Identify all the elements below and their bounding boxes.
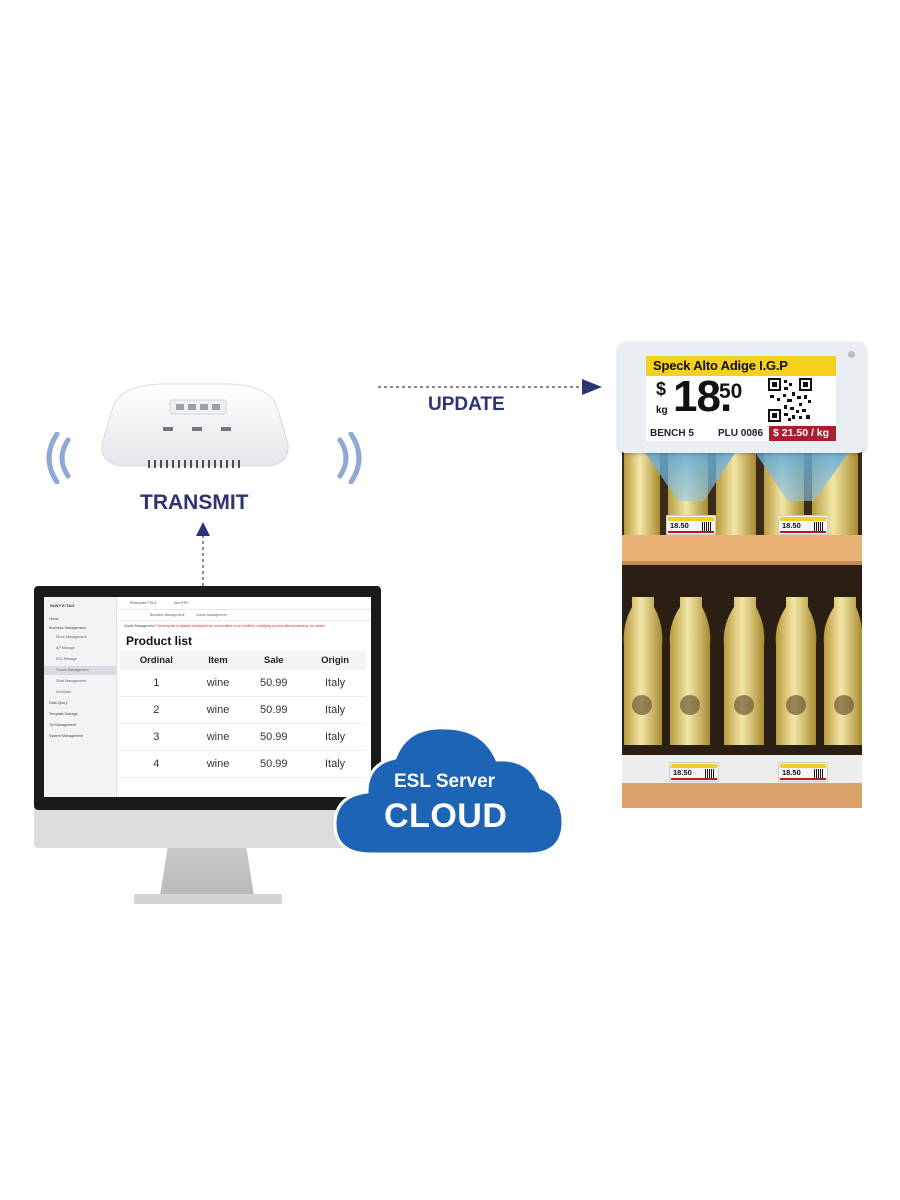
sidebar-item-tpl-management[interactable]: Tpl Management — [49, 723, 76, 727]
cell-origin: Italy — [304, 670, 366, 697]
esl-plu-label: PLU 0086 — [718, 428, 764, 439]
cell-sale: 50.99 — [243, 670, 305, 697]
cell-origin: Italy — [304, 696, 366, 724]
esl-led-icon — [848, 351, 855, 358]
notice-text: Goods Management The template is already… — [124, 624, 325, 628]
sidebar-item-ap-manage[interactable]: AP Manage — [56, 646, 75, 650]
cell-sale: 50.99 — [243, 696, 305, 724]
cell-origin: Italy — [304, 750, 366, 778]
app-logo-title: SUNY E-TAG — [50, 603, 75, 608]
cloud-label-server: ESL Server — [394, 771, 496, 792]
sidebar-item-schedule[interactable]: Schedule — [56, 690, 71, 694]
monitor-stand — [160, 848, 254, 896]
transmit-label: TRANSMIT — [140, 491, 249, 514]
cell-item: wine — [192, 670, 244, 697]
sidebar-item-system-management[interactable]: System Management — [49, 734, 83, 738]
product-table: Ordinal Item Sale Origin 1 wine 50.99 It… — [120, 651, 366, 778]
table-row[interactable]: 1 wine 50.99 Italy — [120, 670, 366, 697]
sidebar-item-esl-manage[interactable]: ESL Manage — [56, 657, 77, 661]
monitor-base — [134, 894, 282, 904]
breadcrumb-item-business[interactable]: Business Management — [150, 613, 185, 617]
monitor-screen: SUNY E-TAG Home Business Management Stor… — [44, 597, 371, 797]
shelf-tag-price: 18.50 — [782, 521, 801, 530]
notice-warning: The template is already configured for c… — [155, 624, 325, 628]
cell-item: wine — [192, 723, 244, 751]
sidebar-item-goods-management[interactable]: Goods Management — [44, 666, 116, 675]
cell-ordinal: 4 — [120, 750, 193, 778]
esl-price-decimal: 50 — [719, 380, 743, 403]
esl-unit-price-bar — [769, 426, 836, 441]
cloud-label-cloud: CLOUD — [384, 797, 508, 835]
esl-currency: $ — [656, 379, 667, 399]
esl-price-integer: 18. — [673, 372, 732, 421]
update-label: UPDATE — [428, 394, 505, 415]
app-topbar: Enterprise FSU1 Aim ESY — [116, 597, 371, 610]
table-header-row: Ordinal Item Sale Origin — [120, 651, 366, 670]
sidebar-item-home[interactable]: Home — [49, 617, 59, 621]
notice-prefix: Goods Management — [124, 624, 155, 628]
breadcrumb: Business Management Goods Management — [116, 610, 371, 621]
table-row[interactable]: 3 wine 50.99 Italy — [120, 723, 366, 751]
access-point-device — [101, 383, 289, 468]
shelf-tag-small: 18.50 — [666, 515, 716, 535]
esl-unit: kg — [656, 405, 668, 416]
store-shelf-image — [622, 445, 862, 808]
sidebar-item-template-manage[interactable]: Template Manage — [49, 712, 78, 716]
column-header-item[interactable]: Item — [192, 651, 244, 670]
cell-item: wine — [192, 750, 244, 778]
shelf-tag-price: 18.50 — [670, 521, 689, 530]
sidebar-item-business-management[interactable]: Business Management — [49, 626, 86, 630]
topbar-tab-aim[interactable]: Aim ESY — [174, 601, 189, 605]
monitor-chin — [34, 810, 381, 848]
cell-origin: Italy — [304, 723, 366, 751]
sidebar-item-shelf-management[interactable]: Shelf Management — [56, 679, 87, 683]
shelf-tag-small: 18.50 — [778, 762, 828, 782]
column-header-ordinal[interactable]: Ordinal — [120, 651, 193, 670]
page-title: Product list — [126, 634, 193, 648]
table-row[interactable]: 4 wine 50.99 Italy — [120, 750, 366, 778]
sidebar-item-store-management[interactable]: Store Management — [56, 635, 87, 639]
esl-bench-label: BENCH 5 — [650, 428, 694, 439]
cell-item: wine — [192, 696, 244, 724]
app-sidebar: SUNY E-TAG Home Business Management Stor… — [44, 597, 117, 797]
update-arrow-icon — [378, 379, 602, 395]
cell-sale: 50.99 — [243, 723, 305, 751]
cell-sale: 50.99 — [243, 750, 305, 778]
cell-ordinal: 3 — [120, 723, 193, 751]
column-header-sale[interactable]: Sale — [243, 651, 305, 670]
cell-ordinal: 1 — [120, 670, 193, 697]
esl-name-bar — [646, 356, 836, 376]
cloud-icon — [333, 726, 565, 856]
sidebar-item-data-query[interactable]: Data Query — [49, 701, 68, 705]
signal-waves-right-icon — [337, 432, 362, 484]
signal-waves-left-icon — [46, 432, 71, 484]
cell-ordinal: 2 — [120, 696, 193, 724]
esl-product-name: Speck Alto Adige I.G.P — [653, 358, 788, 373]
topbar-tab-enterprise[interactable]: Enterprise FSU1 — [130, 601, 157, 605]
esl-unit-price: $ 21.50 / kg — [773, 427, 830, 439]
column-header-origin[interactable]: Origin — [304, 651, 366, 670]
transmit-arrow-icon — [196, 522, 210, 586]
shelf-tag-price: 18.50 — [782, 768, 801, 777]
qr-code-icon — [768, 378, 812, 422]
shelf-tag-small: 18.50 — [778, 515, 828, 535]
table-row[interactable]: 2 wine 50.99 Italy — [120, 696, 366, 724]
shelf-tag-price: 18.50 — [673, 768, 692, 777]
shelf-tag-small: 18.50 — [669, 762, 719, 782]
breadcrumb-item-goods[interactable]: Goods Management — [196, 613, 227, 617]
